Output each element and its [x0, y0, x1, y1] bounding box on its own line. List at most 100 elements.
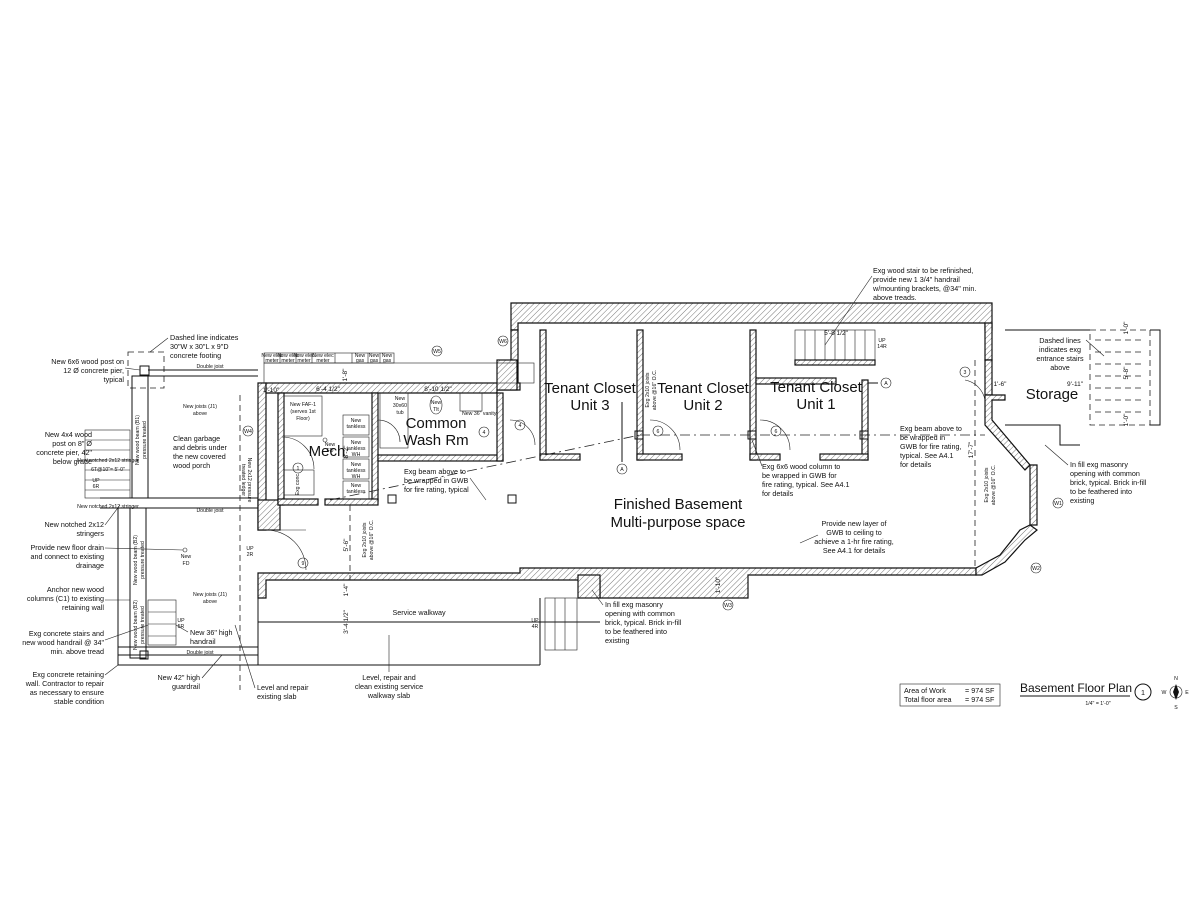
north-arrow: N S E W	[1162, 676, 1190, 711]
svg-text:New: New	[351, 462, 362, 468]
svg-text:1: 1	[297, 466, 300, 472]
svg-text:W1: W1	[1054, 501, 1062, 507]
svg-text:17'-7": 17'-7"	[968, 441, 975, 458]
svg-text:Dashed lines: Dashed lines	[1039, 336, 1081, 345]
svg-text:Anchor new wood: Anchor new wood	[47, 585, 104, 594]
svg-text:Exg concrete retaining: Exg concrete retaining	[32, 670, 104, 679]
wall-closet1-top	[755, 377, 837, 385]
dimensions: 1'-10" 6'-4 1/2" 1'-8" 8'-10 1/2" 5'-8 1…	[263, 321, 1130, 634]
svg-text:be wrapped in GWB: be wrapped in GWB	[404, 476, 469, 485]
svg-text:6R: 6R	[93, 484, 100, 490]
svg-text:Exg 2x10 joists: Exg 2x10 joists	[645, 372, 651, 407]
svg-text:wood porch: wood porch	[172, 461, 210, 470]
svg-text:clean existing service: clean existing service	[355, 682, 423, 691]
tub-fixture	[379, 392, 409, 449]
svg-text:Exg 2x10 joists: Exg 2x10 joists	[984, 467, 990, 502]
svg-text:Dashed line indicates: Dashed line indicates	[170, 333, 239, 342]
svg-text:GWB for fire rating,: GWB for fire rating,	[900, 442, 962, 451]
svg-text:w/mounting brackets, @34" min.: w/mounting brackets, @34" min.	[872, 284, 976, 293]
svg-text:New wood beam (B2): New wood beam (B2)	[133, 600, 139, 650]
svg-text:New elec: New elec	[312, 353, 334, 359]
wall-washrm-ext	[496, 359, 518, 391]
svg-text:concrete pier, 42": concrete pier, 42"	[36, 448, 92, 457]
svg-text:typical. See A4.1: typical. See A4.1	[900, 451, 954, 460]
room-closet1-line2: Unit 1	[796, 396, 835, 413]
svg-text:be wrapped in: be wrapped in	[900, 433, 945, 442]
svg-text:(serves 1st: (serves 1st	[290, 409, 316, 415]
room-wash-line1: Common	[406, 415, 467, 432]
wall-left-block	[257, 499, 281, 531]
svg-text:entrance stairs: entrance stairs	[1036, 354, 1084, 363]
wall-closet2-1	[749, 329, 757, 461]
svg-text:provide new 1 3/4" handrail: provide new 1 3/4" handrail	[873, 275, 960, 284]
title-block: Basement Floor Plan 1/4" = 1'-0" 1	[1020, 681, 1152, 707]
door-tags: 1 4 4 6 6 9 3	[292, 366, 971, 569]
doors	[265, 379, 986, 571]
svg-text:gas: gas	[356, 358, 365, 364]
room-wash-line2: Wash Rm	[403, 432, 468, 449]
wall-bottom	[257, 567, 977, 599]
svg-text:meter: meter	[265, 358, 279, 364]
svg-text:new wood handrail @ 34": new wood handrail @ 34"	[22, 638, 104, 647]
svg-text:New: New	[431, 400, 442, 406]
svg-text:typical: typical	[104, 375, 125, 384]
svg-text:tub: tub	[396, 410, 403, 416]
wall-wash-right	[496, 392, 504, 462]
svg-text:UP: UP	[177, 618, 185, 624]
room-closet2-line1: Tenant Closet	[657, 380, 750, 397]
svg-text:12 Ø concrete pier,: 12 Ø concrete pier,	[63, 366, 124, 375]
svg-text:New elec: New elec	[277, 353, 299, 359]
svg-text:tankless: tankless	[346, 489, 365, 495]
svg-text:New: New	[382, 353, 393, 359]
svg-text:W2: W2	[1032, 566, 1040, 572]
svg-text:New elec: New elec	[261, 353, 283, 359]
svg-text:UP: UP	[92, 478, 100, 484]
svg-text:4R: 4R	[532, 624, 539, 630]
svg-text:6'-4 1/2": 6'-4 1/2"	[316, 386, 340, 393]
masonry-infill-block	[577, 574, 601, 599]
svg-text:pressure treated: pressure treated	[140, 606, 146, 644]
note-exg-wood-stair: Exg wood stair to be refinished, provide…	[824, 266, 976, 346]
area-row-label-2: Total floor area	[904, 695, 952, 704]
room-closet2-line2: Unit 2	[683, 397, 722, 414]
plan-number-circle	[1134, 683, 1152, 701]
svg-text:Double joist: Double joist	[196, 508, 224, 514]
svg-text:8'-2": 8'-2"	[343, 445, 350, 459]
room-labels: Tenant Closet Unit 3 Tenant Closet Unit …	[309, 379, 1079, 617]
svg-text:1'-0": 1'-0"	[1123, 321, 1130, 335]
section-marker-bottom	[616, 463, 628, 475]
svg-text:4: 4	[483, 430, 486, 436]
svg-text:guardrail: guardrail	[172, 682, 200, 691]
area-row-label-1: Area of Work	[904, 686, 946, 695]
svg-text:New: New	[351, 418, 362, 424]
north-arrow-icon	[1173, 684, 1179, 700]
note-dashed-entrance: Dashed lines indicates exg entrance stai…	[1036, 336, 1105, 372]
svg-text:See A4.1 for details: See A4.1 for details	[823, 546, 886, 555]
svg-text:2R: 2R	[247, 552, 254, 558]
svg-text:W3: W3	[724, 603, 732, 609]
svg-text:post on 8" Ø: post on 8" Ø	[52, 439, 92, 448]
svg-text:be wrapped in GWB for: be wrapped in GWB for	[762, 471, 837, 480]
svg-text:above: above	[1050, 363, 1070, 372]
svg-text:and debris under: and debris under	[173, 443, 228, 452]
svg-text:pressure treated: pressure treated	[142, 421, 148, 459]
toilet-fixture	[429, 395, 443, 415]
svg-text:New elec: New elec	[293, 353, 315, 359]
svg-text:achieve a 1-hr fire rating,: achieve a 1-hr fire rating,	[814, 537, 894, 546]
wall-mech-left	[277, 392, 285, 506]
plan-number: 1	[1141, 688, 1145, 697]
wall-bay-right	[984, 359, 993, 396]
note-infill-right: In fill exg masonry opening with common …	[1044, 444, 1147, 505]
svg-text:WH: WH	[352, 452, 361, 458]
svg-text:New notched 2x12 stringer: New notched 2x12 stringer	[77, 458, 139, 464]
svg-text:FD: FD	[327, 448, 334, 454]
svg-text:E: E	[1185, 690, 1189, 696]
note-gwb-layer: Provide new layer of GWB to ceiling to a…	[799, 519, 894, 555]
svg-text:for details: for details	[762, 489, 794, 498]
svg-text:New 42" high: New 42" high	[157, 673, 200, 682]
svg-text:W: W	[1162, 690, 1167, 696]
wall-mech-top	[265, 382, 521, 394]
fixtures	[182, 392, 483, 553]
svg-text:WH: WH	[352, 474, 361, 480]
svg-text:gas: gas	[383, 358, 392, 364]
